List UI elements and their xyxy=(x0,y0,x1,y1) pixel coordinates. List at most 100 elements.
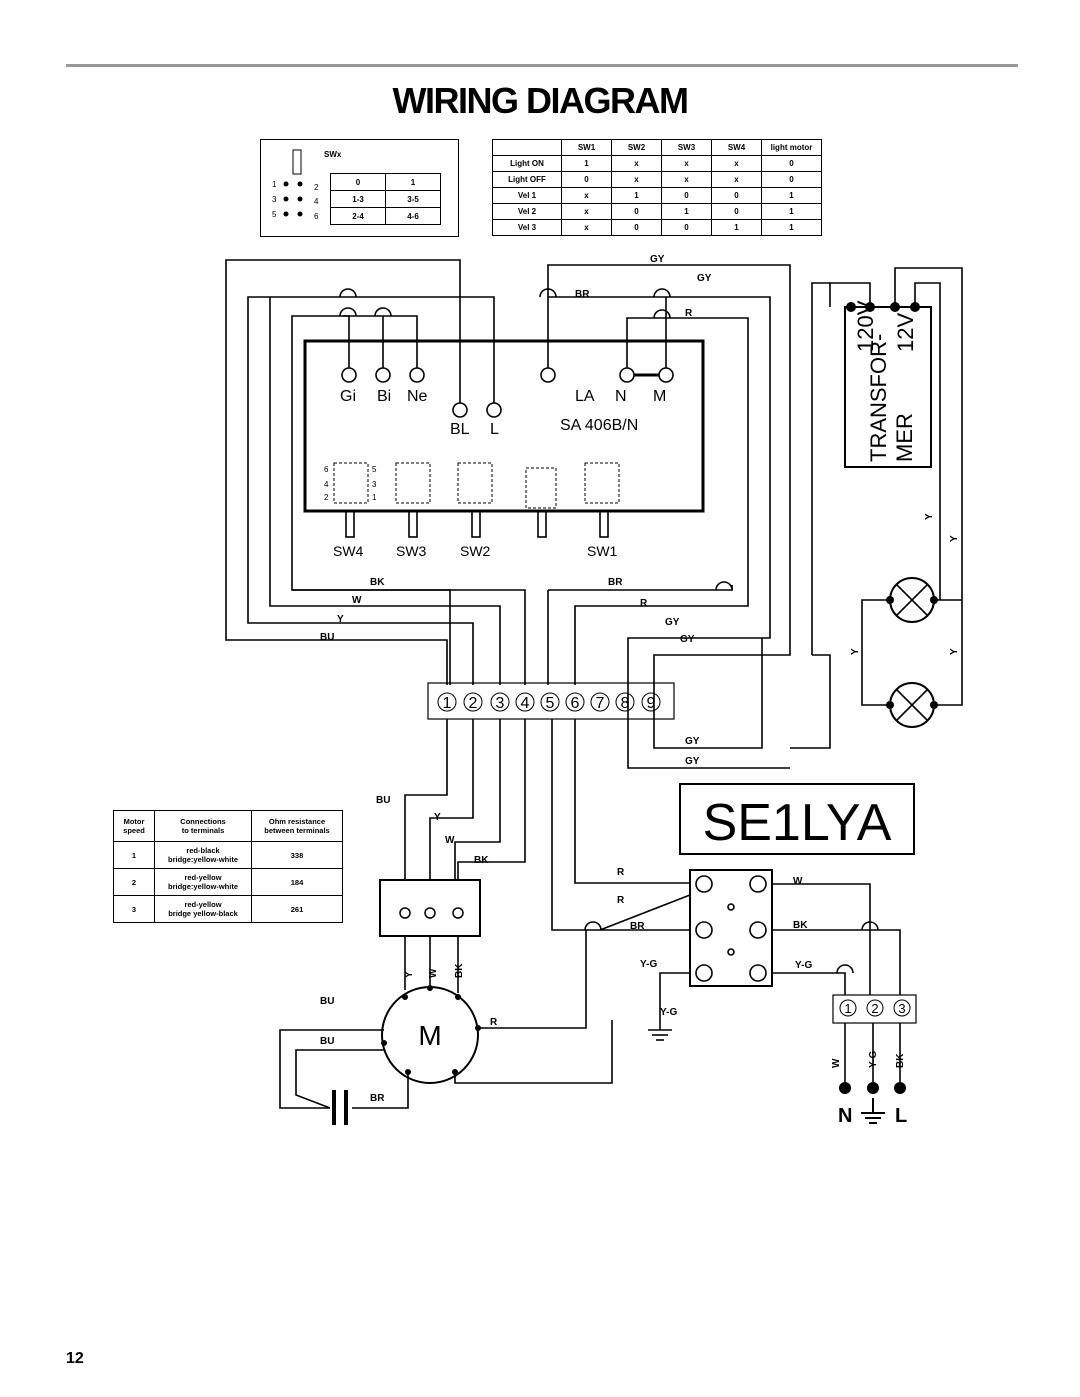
wire-br-cap xyxy=(352,1072,409,1109)
terminal-number: 9 xyxy=(647,695,656,712)
table-row: 2-4 4-6 xyxy=(330,207,441,225)
wire-label: Y xyxy=(850,648,861,655)
wire-label: Y xyxy=(434,812,441,823)
wire-label: Y xyxy=(949,535,960,542)
wire-br xyxy=(548,585,733,591)
switch-pin-number: 4 xyxy=(324,480,329,489)
wire-yg-mains xyxy=(772,972,846,995)
wire-label: W xyxy=(352,595,362,606)
top-rule xyxy=(66,64,1018,67)
motor-pin xyxy=(402,994,408,1000)
wire-label: R xyxy=(685,308,693,319)
wire-label: W xyxy=(428,968,439,978)
wire-r-motor xyxy=(478,930,587,1029)
screw-terminal xyxy=(749,964,767,982)
switch-block-sw1 xyxy=(584,462,620,504)
wire-crossover xyxy=(374,307,392,317)
switch-block-sw3 xyxy=(395,462,431,504)
wire-label: Y xyxy=(337,614,344,625)
wire-label: Y-G xyxy=(795,960,812,971)
switch-plunger-sw4 xyxy=(345,510,355,538)
terminal-number: 5 xyxy=(546,695,555,712)
wire-label: R xyxy=(617,895,625,906)
terminal-la xyxy=(540,367,556,383)
terminal-ring xyxy=(565,692,585,712)
header-line: to terminals xyxy=(181,826,225,835)
lamp-2-cross xyxy=(895,688,929,722)
switch-pin-number: 6 xyxy=(324,465,329,474)
pin-label: 5 xyxy=(272,210,277,219)
wire-crossover xyxy=(653,288,671,298)
wires xyxy=(225,149,963,1125)
contacts xyxy=(283,181,938,1094)
wire-label: Y xyxy=(924,513,935,520)
wire-label: R xyxy=(490,1017,498,1028)
wire-w-motor xyxy=(454,719,501,880)
switch-label-sw4: SW4 xyxy=(333,543,364,559)
terminal-block xyxy=(427,682,675,720)
header-line: speed xyxy=(123,826,145,835)
terminal-gi xyxy=(341,367,357,383)
pin-label: 6 xyxy=(314,212,319,221)
wire-label: GY xyxy=(650,254,665,265)
mains-terminal-strip xyxy=(689,869,773,987)
mains-label-n: N xyxy=(838,1105,852,1127)
terminal-label-bi: Bi xyxy=(377,388,391,405)
screw-terminal xyxy=(695,875,713,893)
wire-crossover xyxy=(861,921,879,931)
switch-pin-numbers: 6 5 4 3 2 1 xyxy=(324,465,377,502)
transformer-pin xyxy=(846,302,856,312)
wire-gy xyxy=(548,296,790,769)
table-cell: 2 xyxy=(113,868,155,896)
conn-line: bridge:yellow-white xyxy=(167,882,238,891)
table-cell: 0 xyxy=(661,219,712,236)
lamp-feed xyxy=(790,654,831,749)
wire-label: Y-G xyxy=(640,959,657,970)
wire-w-mains xyxy=(772,883,871,995)
model-label: SE1LYA xyxy=(703,794,892,852)
terminal-number: 3 xyxy=(496,695,505,712)
wire-crossover xyxy=(339,307,357,317)
switch-plunger-sw2 xyxy=(471,510,481,538)
wire-crossover xyxy=(539,288,557,298)
terminal-m xyxy=(658,367,674,383)
wire-label: BK xyxy=(370,577,385,588)
wire-crossover xyxy=(836,964,854,974)
transformer-line1: TRANSFOR- xyxy=(866,334,891,462)
switch-label-sw2: SW2 xyxy=(460,543,491,559)
switch-pin-number: 1 xyxy=(372,493,377,502)
terminal-number: 7 xyxy=(596,695,605,712)
switch-block-sw2 xyxy=(457,462,493,504)
swx-switch-symbol xyxy=(292,149,302,175)
wire-label: BK xyxy=(474,855,489,866)
mains-plug-pin xyxy=(867,1082,879,1094)
wire-l xyxy=(247,296,495,685)
swx-legend-box xyxy=(260,139,459,237)
terminal-l xyxy=(486,402,502,418)
terminal-number: 4 xyxy=(521,695,530,712)
wire-label: BK xyxy=(793,920,808,931)
wire-bk-mains xyxy=(772,929,901,995)
swx-pin-labels: 1 3 5 2 4 6 xyxy=(272,180,319,221)
mains-ring xyxy=(866,999,884,1017)
switch-block-sw4 xyxy=(333,462,369,504)
conn-line: red-yellow xyxy=(184,873,222,882)
wire-label: Y xyxy=(404,971,415,978)
screw-terminal xyxy=(695,921,713,939)
table-cell: 4-6 xyxy=(385,207,441,225)
contact-dot xyxy=(297,196,303,202)
transformer-pin xyxy=(865,302,875,312)
connector-pin xyxy=(399,907,411,919)
wire-yg-ground xyxy=(659,972,690,1030)
terminal-number: 8 xyxy=(621,695,630,712)
table-cell: 1 xyxy=(113,841,155,869)
mains-ring xyxy=(893,999,911,1017)
transformer-line2: MER xyxy=(892,413,917,462)
mains-number: 1 xyxy=(844,1001,851,1016)
header-line: between terminals xyxy=(264,826,330,835)
wire-label: W xyxy=(831,1058,842,1068)
